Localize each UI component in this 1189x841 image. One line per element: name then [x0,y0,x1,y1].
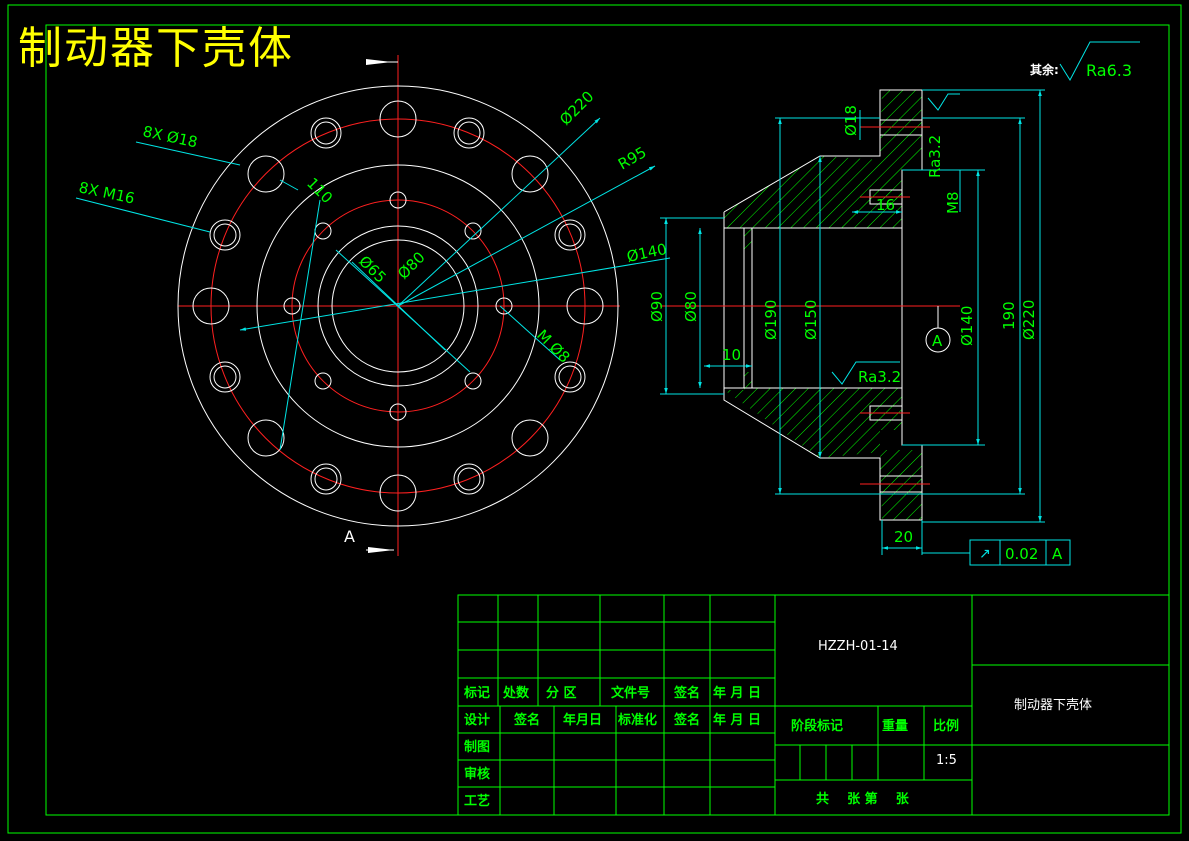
tb-review: 审核 [464,766,490,782]
dim-m8-front: M Ø8 [533,326,573,366]
section-marker-top [366,59,398,65]
tb-weight: 重量 [882,718,908,734]
surface-note-value: Ra6.3 [1086,61,1132,80]
tb-scale-value: 1:5 [936,753,957,768]
ra-bottom: Ra3.2 [858,368,901,386]
tolerance-symbol: ↗ [979,546,991,562]
tb-part-name: 制动器下壳体 [1014,698,1092,713]
dim-d65: Ø65 [355,252,390,287]
dim-m8-section: M8 [944,192,962,215]
tb-design: 设计 [464,712,490,728]
dim-10: 10 [722,346,741,364]
tb-sign-2: 签名 [513,712,540,728]
dim-d220-section: Ø220 [1020,300,1038,340]
section-label: A [344,527,355,546]
dim-holes-m16: 8X M16 [77,178,136,207]
drawing-title: 制动器下壳体 [18,23,294,74]
section-view [660,41,1140,566]
dim-d140-front: Ø140 [625,240,668,266]
dim-d18-section: Ø18 [842,105,860,136]
tb-drawing-no: HZZH-01-14 [818,639,898,654]
tb-scale-label: 比例 [933,718,959,734]
dim-190: 190 [1000,301,1018,330]
tolerance-value: 0.02 [1005,545,1038,563]
dim-d190: Ø190 [762,300,780,340]
dim-20: 20 [894,528,913,546]
outer-border [7,4,1182,834]
tb-file-no: 文件号 [611,685,650,701]
dim-d220-front: Ø220 [556,88,597,129]
tb-date-2: 年月日 [563,712,602,728]
dim-d80-section: Ø80 [682,291,700,322]
tb-date-1: 年 月 日 [713,685,761,701]
tb-drafting: 制图 [464,739,490,755]
section-marker-bottom [366,547,394,553]
tb-sheets: 共 张 第 张 [816,791,910,807]
tb-process: 工艺 [464,793,490,809]
title-block [457,594,1170,816]
dim-holes-18: 8X Ø18 [141,122,199,151]
tolerance-datum: A [1052,545,1063,563]
outer-flange-circle [177,85,619,527]
dim-d150: Ø150 [802,300,820,340]
front-view [75,55,671,556]
ra-top: Ra3.2 [926,135,944,178]
bolt-circle [210,118,586,494]
dim-d140-section: Ø140 [958,306,976,346]
tb-sign-1: 签名 [673,685,700,701]
dim-16: 16 [876,196,895,214]
surface-note-prefix: 其余: [1030,62,1059,77]
inner-border [45,24,1170,816]
tb-standard: 标准化 [617,712,657,728]
tb-stage: 阶段标记 [791,718,843,734]
dim-r95: R95 [615,143,650,173]
dim-110: 110 [303,174,336,207]
tb-date-3: 年 月 日 [713,712,761,728]
dim-d80: Ø80 [394,248,429,283]
tb-zone: 分 区 [546,685,577,701]
datum-label: A [932,332,943,350]
tb-count: 处数 [502,685,530,701]
tb-mark: 标记 [463,685,490,701]
dim-d90: Ø90 [648,291,666,322]
tb-sign-3: 签名 [673,712,700,728]
